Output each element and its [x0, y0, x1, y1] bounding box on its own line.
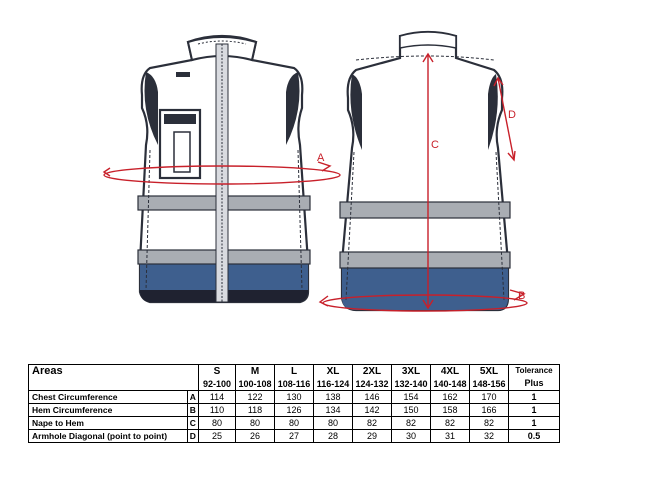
row-label: Chest Circumference — [28, 390, 188, 404]
vest-front-view: A — [102, 34, 341, 304]
row-letter: B — [186, 403, 199, 417]
row-label: Armhole Diagonal (point to point) — [28, 429, 188, 443]
vest-back-view: C D B — [318, 30, 528, 312]
measure-b-label: B — [518, 290, 525, 302]
measurement-cell: 27 — [274, 429, 314, 443]
row-label: Hem Circumference — [28, 403, 188, 417]
measurement-cell: 80 — [235, 416, 275, 430]
row-letter: D — [186, 429, 199, 443]
measurement-cell: 80 — [313, 416, 353, 430]
measurement-cell: 154 — [391, 390, 431, 404]
measure-c-label: C — [431, 139, 439, 151]
row-letter: A — [186, 390, 199, 404]
vest-back-navy-panel — [342, 262, 508, 310]
measurement-cell: 126 — [274, 403, 314, 417]
measure-a-label: A — [317, 152, 325, 164]
vest-back-reflective-band-2 — [339, 251, 511, 269]
measure-d-line — [497, 77, 515, 161]
measurement-cell: 146 — [352, 390, 392, 404]
measurement-cell: 80 — [274, 416, 314, 430]
tolerance-cell: 1 — [508, 390, 560, 404]
vest-technical-drawing: A C D B — [102, 30, 528, 312]
measurement-cell: 158 — [430, 403, 470, 417]
vest-front-armhole-left — [144, 72, 158, 145]
measurement-cell: 138 — [313, 390, 353, 404]
measurement-cell: 82 — [352, 416, 392, 430]
vest-front-logo — [176, 72, 190, 77]
vest-back-reflective-band-1 — [339, 201, 511, 219]
tolerance-cell: 0.5 — [508, 429, 560, 443]
vest-back-armhole-right — [488, 74, 498, 150]
measurement-cell: 114 — [198, 390, 236, 404]
measurement-cell: 82 — [430, 416, 470, 430]
row-label: Nape to Hem — [28, 416, 188, 430]
measurement-cell: 118 — [235, 403, 275, 417]
measurement-cell: 31 — [430, 429, 470, 443]
vest-front-armhole-right — [286, 72, 300, 145]
measurement-cell: 26 — [235, 429, 275, 443]
row-letter: C — [186, 416, 199, 430]
measure-a-ellipse — [103, 165, 341, 185]
measurement-cell: 82 — [469, 416, 509, 430]
measurement-cell: 162 — [430, 390, 470, 404]
measurement-cell: 30 — [391, 429, 431, 443]
measurement-cell: 110 — [198, 403, 236, 417]
measurement-cell: 32 — [469, 429, 509, 443]
measurement-cell: 25 — [198, 429, 236, 443]
measurement-cell: 122 — [235, 390, 275, 404]
measurement-cell: 80 — [198, 416, 236, 430]
tolerance-cell: 1 — [508, 416, 560, 430]
vest-back-armhole-left — [350, 74, 362, 150]
measure-d-label: D — [508, 109, 516, 121]
measurement-cell: 170 — [469, 390, 509, 404]
measurement-cell: 150 — [391, 403, 431, 417]
measurement-cell: 28 — [313, 429, 353, 443]
measurement-cell: 82 — [391, 416, 431, 430]
measurement-cell: 130 — [274, 390, 314, 404]
measurement-cell: 29 — [352, 429, 392, 443]
measurement-cell: 142 — [352, 403, 392, 417]
measurement-cell: 166 — [469, 403, 509, 417]
tolerance-cell: 1 — [508, 403, 560, 417]
measurement-cell: 134 — [313, 403, 353, 417]
vest-back-collar — [399, 31, 457, 49]
areas-header: Areas — [28, 364, 199, 391]
